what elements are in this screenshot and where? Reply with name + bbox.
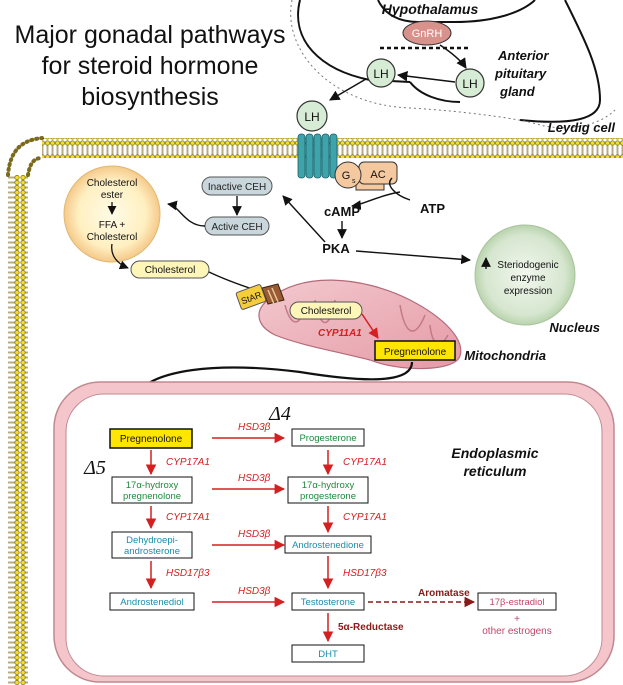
ffa-label-2: Cholesterol xyxy=(87,232,138,243)
lh-circulating-node xyxy=(366,58,396,88)
hydroxy-progesterone-label-2: progesterone xyxy=(300,491,356,502)
steroidogenic-label-3: expression xyxy=(504,286,552,297)
anterior-pituitary-label-3: gland xyxy=(499,84,536,99)
mito-pregnenolone-box xyxy=(374,340,456,361)
ceh-group: Inactive CEH Active CEH xyxy=(167,176,273,236)
hydroxy-pregnenolone-label-2: pregnenolone xyxy=(123,491,181,502)
atp-label: ATP xyxy=(420,201,445,216)
reductase-label: 5α-Reductase xyxy=(338,622,404,633)
title-line-3: biosynthesis xyxy=(81,83,219,111)
inactive-ceh-label: Inactive CEH xyxy=(208,182,266,193)
nucleus-label: Nucleus xyxy=(549,320,600,335)
plus-label: + xyxy=(514,614,520,625)
er-pregnenolone-box xyxy=(109,428,193,449)
hypothalamus-pituitary: Hypothalamus GnRH LH LH Anterior pituita… xyxy=(290,0,616,129)
hydroxy-progesterone-label-1: 17α-hydroxy xyxy=(302,480,355,491)
signaling-cascade: AC G s ATP cAMP PKA xyxy=(282,161,471,265)
dhea-label-2: androsterone xyxy=(124,546,180,557)
er-label-2: reticulum xyxy=(463,463,526,479)
mitochondria: StAR Cholesterol CYP11A1 Pregnenolone Mi… xyxy=(235,279,546,370)
cyp17a1-label-1: CYP17A1 xyxy=(166,457,210,468)
mitochondria-label: Mitochondria xyxy=(464,348,546,363)
dht-label: DHT xyxy=(318,649,338,660)
estradiol-label: 17β-estradiol xyxy=(489,597,544,608)
title-line-1: Major gonadal pathways xyxy=(14,21,286,49)
androstenediol-box xyxy=(109,592,195,611)
cyp17a1-label-4: CYP17A1 xyxy=(343,512,387,523)
inactive-ceh-box xyxy=(201,176,273,196)
testosterone-box xyxy=(291,592,365,611)
hsd3b-conversions: HSD3β HSD3β HSD3β HSD3β xyxy=(212,422,286,608)
delta4-pathway: Progesterone CYP17A1 17α-hydroxy progest… xyxy=(284,428,404,663)
cholesterol-ester-label-2: ester xyxy=(101,190,124,201)
testosterone-label: Testosterone xyxy=(301,597,355,608)
androstenedione-label: Androstenedione xyxy=(292,540,364,551)
ffa-label-1: FFA + xyxy=(99,220,126,231)
cholesterol-ester-label-1: Cholesterol xyxy=(87,178,138,189)
steroidogenic-label-1: Steriodogenic xyxy=(497,260,558,271)
anterior-pituitary-label-1: Anterior xyxy=(497,48,550,63)
mito-cholesterol-box xyxy=(289,301,363,320)
cyp17a1-label-3: CYP17A1 xyxy=(343,457,387,468)
lipid-droplet: Cholesterol ester FFA + Cholesterol Chol… xyxy=(63,165,269,296)
mito-cholesterol-label: Cholesterol xyxy=(301,306,352,317)
dhea-box xyxy=(111,531,193,559)
hsd17b3-label-2: HSD17β3 xyxy=(343,568,387,579)
cholesterol-label: Cholesterol xyxy=(145,265,196,276)
estradiol-box xyxy=(477,592,557,611)
dht-box xyxy=(291,644,365,663)
progesterone-label: Progesterone xyxy=(299,433,356,444)
er-pregnenolone-label: Pregnenolone xyxy=(120,434,183,445)
mito-pregnenolone-label: Pregnenolone xyxy=(384,347,447,358)
other-estrogens-label: other estrogens xyxy=(482,626,552,637)
delta5-label: Δ5 xyxy=(83,457,106,479)
dhea-label-1: Dehydroepi- xyxy=(126,535,178,546)
progesterone-box xyxy=(291,428,365,447)
hsd3b-label-2: HSD3β xyxy=(238,473,271,484)
star-box xyxy=(235,284,267,310)
anterior-pituitary-label-2: pituitary xyxy=(494,66,547,81)
cholesterol-box xyxy=(130,260,210,279)
gnrh-node xyxy=(402,20,452,46)
androstenedione-box xyxy=(284,535,372,554)
cyp11a1-label: CYP11A1 xyxy=(318,328,362,339)
gs-label: G xyxy=(342,170,351,182)
aromatase-label: Aromatase xyxy=(418,588,470,599)
active-ceh-label: Active CEH xyxy=(211,222,262,233)
delta4-label: Δ4 xyxy=(268,403,291,425)
gs-subscript: s xyxy=(352,178,356,185)
leydig-cell-label: Leydig cell xyxy=(548,120,616,135)
cyp17a1-label-2: CYP17A1 xyxy=(166,512,210,523)
lh-circulating-label: LH xyxy=(373,67,388,81)
hypothalamus-label: Hypothalamus xyxy=(382,1,479,17)
nucleus: Steriodogenic enzyme expression Nucleus xyxy=(474,224,600,335)
lh-bound-label: LH xyxy=(304,110,319,124)
lh-pituitary-label: LH xyxy=(462,77,477,91)
pka-label: PKA xyxy=(322,241,350,256)
hsd3b-label-4: HSD3β xyxy=(238,586,271,597)
lh-receptor: LH xyxy=(296,100,338,179)
aromatase-branch: Aromatase 17β-estradiol + other estrogen… xyxy=(368,588,557,637)
er-label-1: Endoplasmic xyxy=(451,445,538,461)
hydroxy-progesterone-box xyxy=(287,476,369,504)
steroidogenic-label-2: enzyme xyxy=(510,273,545,284)
diagram-title: Major gonadal pathways for steroid hormo… xyxy=(0,20,300,113)
ac-label: AC xyxy=(370,169,385,181)
hydroxy-pregnenolone-label-1: 17α-hydroxy xyxy=(126,480,179,491)
hsd3b-label-3: HSD3β xyxy=(238,529,271,540)
hsd3b-label-1: HSD3β xyxy=(238,422,271,433)
camp-label: cAMP xyxy=(324,204,360,219)
androstenediol-label: Androstenediol xyxy=(120,597,183,608)
lh-bound-node xyxy=(296,100,328,132)
gnrh-label: GnRH xyxy=(412,28,443,40)
delta5-pathway: Pregnenolone CYP17A1 17α-hydroxy pregnen… xyxy=(109,428,210,611)
title-line-2: for steroid hormone xyxy=(41,52,259,80)
lh-pituitary-node xyxy=(455,68,485,98)
hsd17b3-label-1: HSD17β3 xyxy=(166,568,210,579)
star-transporter xyxy=(261,283,285,305)
hydroxy-pregnenolone-box xyxy=(111,476,193,504)
gs-node xyxy=(334,161,362,189)
